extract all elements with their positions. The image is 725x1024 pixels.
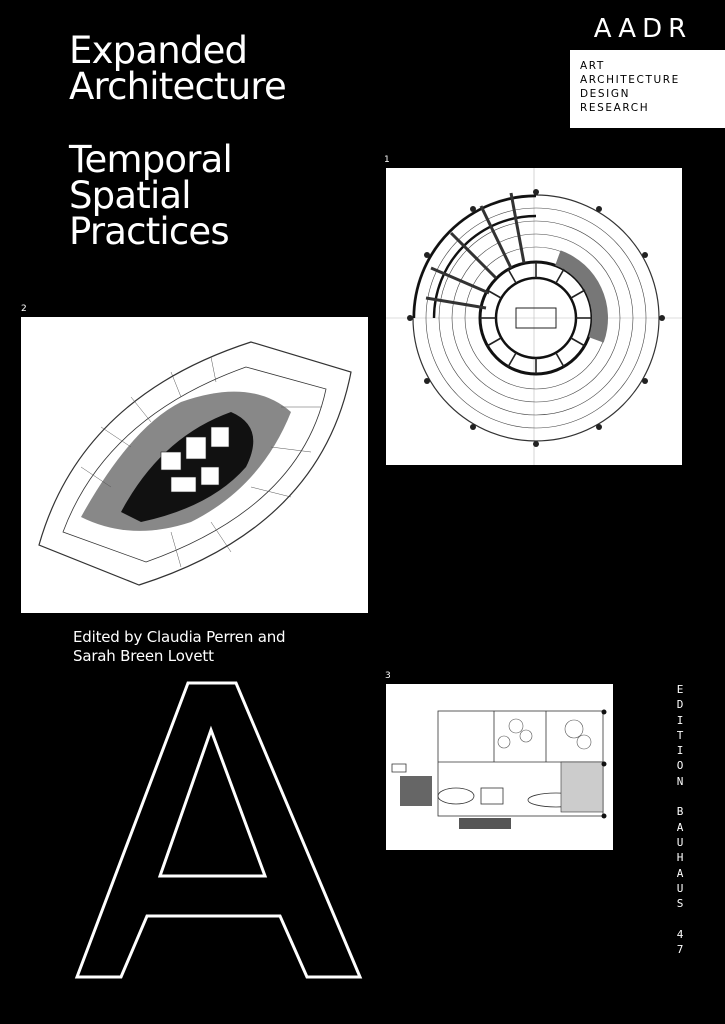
logo-line: ARCHITECTURE bbox=[580, 74, 680, 86]
aadr-logo: AADR ART ARCHITECTURE DESIGN RESEARCH bbox=[570, 14, 725, 128]
series-letter: A bbox=[676, 866, 684, 880]
series-edition-bauhaus-47: E D I T I O N B A U H A U S 4 7 bbox=[672, 682, 688, 957]
series-spacer bbox=[672, 911, 688, 926]
editors-credit: Edited by Claudia Perren and Sarah Breen… bbox=[73, 628, 286, 666]
series-letter: N bbox=[676, 774, 684, 788]
series-letter: S bbox=[676, 897, 684, 911]
series-spacer bbox=[672, 789, 688, 804]
figure-number: 2 bbox=[21, 304, 27, 314]
series-letter: U bbox=[676, 835, 684, 849]
series-letter: I bbox=[676, 744, 684, 758]
editors-line: Edited by Claudia Perren and bbox=[73, 628, 286, 646]
series-letter: A bbox=[676, 820, 684, 834]
subtitle-line: Practices bbox=[69, 210, 230, 253]
subtitle-line: Temporal bbox=[69, 138, 233, 181]
big-letter-a-outline bbox=[74, 681, 363, 979]
logo-line: RESEARCH bbox=[580, 102, 650, 114]
figure-lens-plan bbox=[21, 317, 368, 613]
circular-plan-drawing bbox=[386, 168, 682, 465]
series-number: 7 bbox=[676, 943, 684, 957]
series-letter: I bbox=[676, 713, 684, 727]
title-line: Architecture bbox=[69, 65, 287, 108]
series-letter: D bbox=[676, 698, 684, 712]
series-number: 4 bbox=[676, 927, 684, 941]
logo-line: ART bbox=[580, 60, 605, 72]
figure-number: 1 bbox=[384, 155, 390, 165]
logo-mark: AADR bbox=[593, 14, 693, 44]
series-letter: H bbox=[676, 851, 684, 865]
figure-number: 3 bbox=[385, 671, 391, 681]
series-letter: U bbox=[676, 881, 684, 895]
book-title: Expanded Architecture bbox=[69, 29, 287, 108]
figure-office-plan bbox=[386, 684, 613, 850]
subtitle-line: Spatial bbox=[69, 174, 192, 217]
series-letter: T bbox=[676, 728, 684, 742]
title-line: Expanded bbox=[69, 29, 248, 72]
editors-line: Sarah Breen Lovett bbox=[73, 647, 214, 665]
lens-plan-drawing bbox=[38, 341, 352, 586]
series-letter: B bbox=[676, 805, 684, 819]
series-letter: O bbox=[676, 759, 684, 773]
logo-line: DESIGN bbox=[580, 88, 631, 100]
office-plan-drawing bbox=[391, 709, 607, 829]
figure-circular-plan bbox=[386, 168, 682, 465]
book-subtitle: Temporal Spatial Practices bbox=[69, 138, 233, 253]
logo-box: ART ARCHITECTURE DESIGN RESEARCH bbox=[570, 50, 725, 128]
series-letter: E bbox=[676, 683, 684, 696]
